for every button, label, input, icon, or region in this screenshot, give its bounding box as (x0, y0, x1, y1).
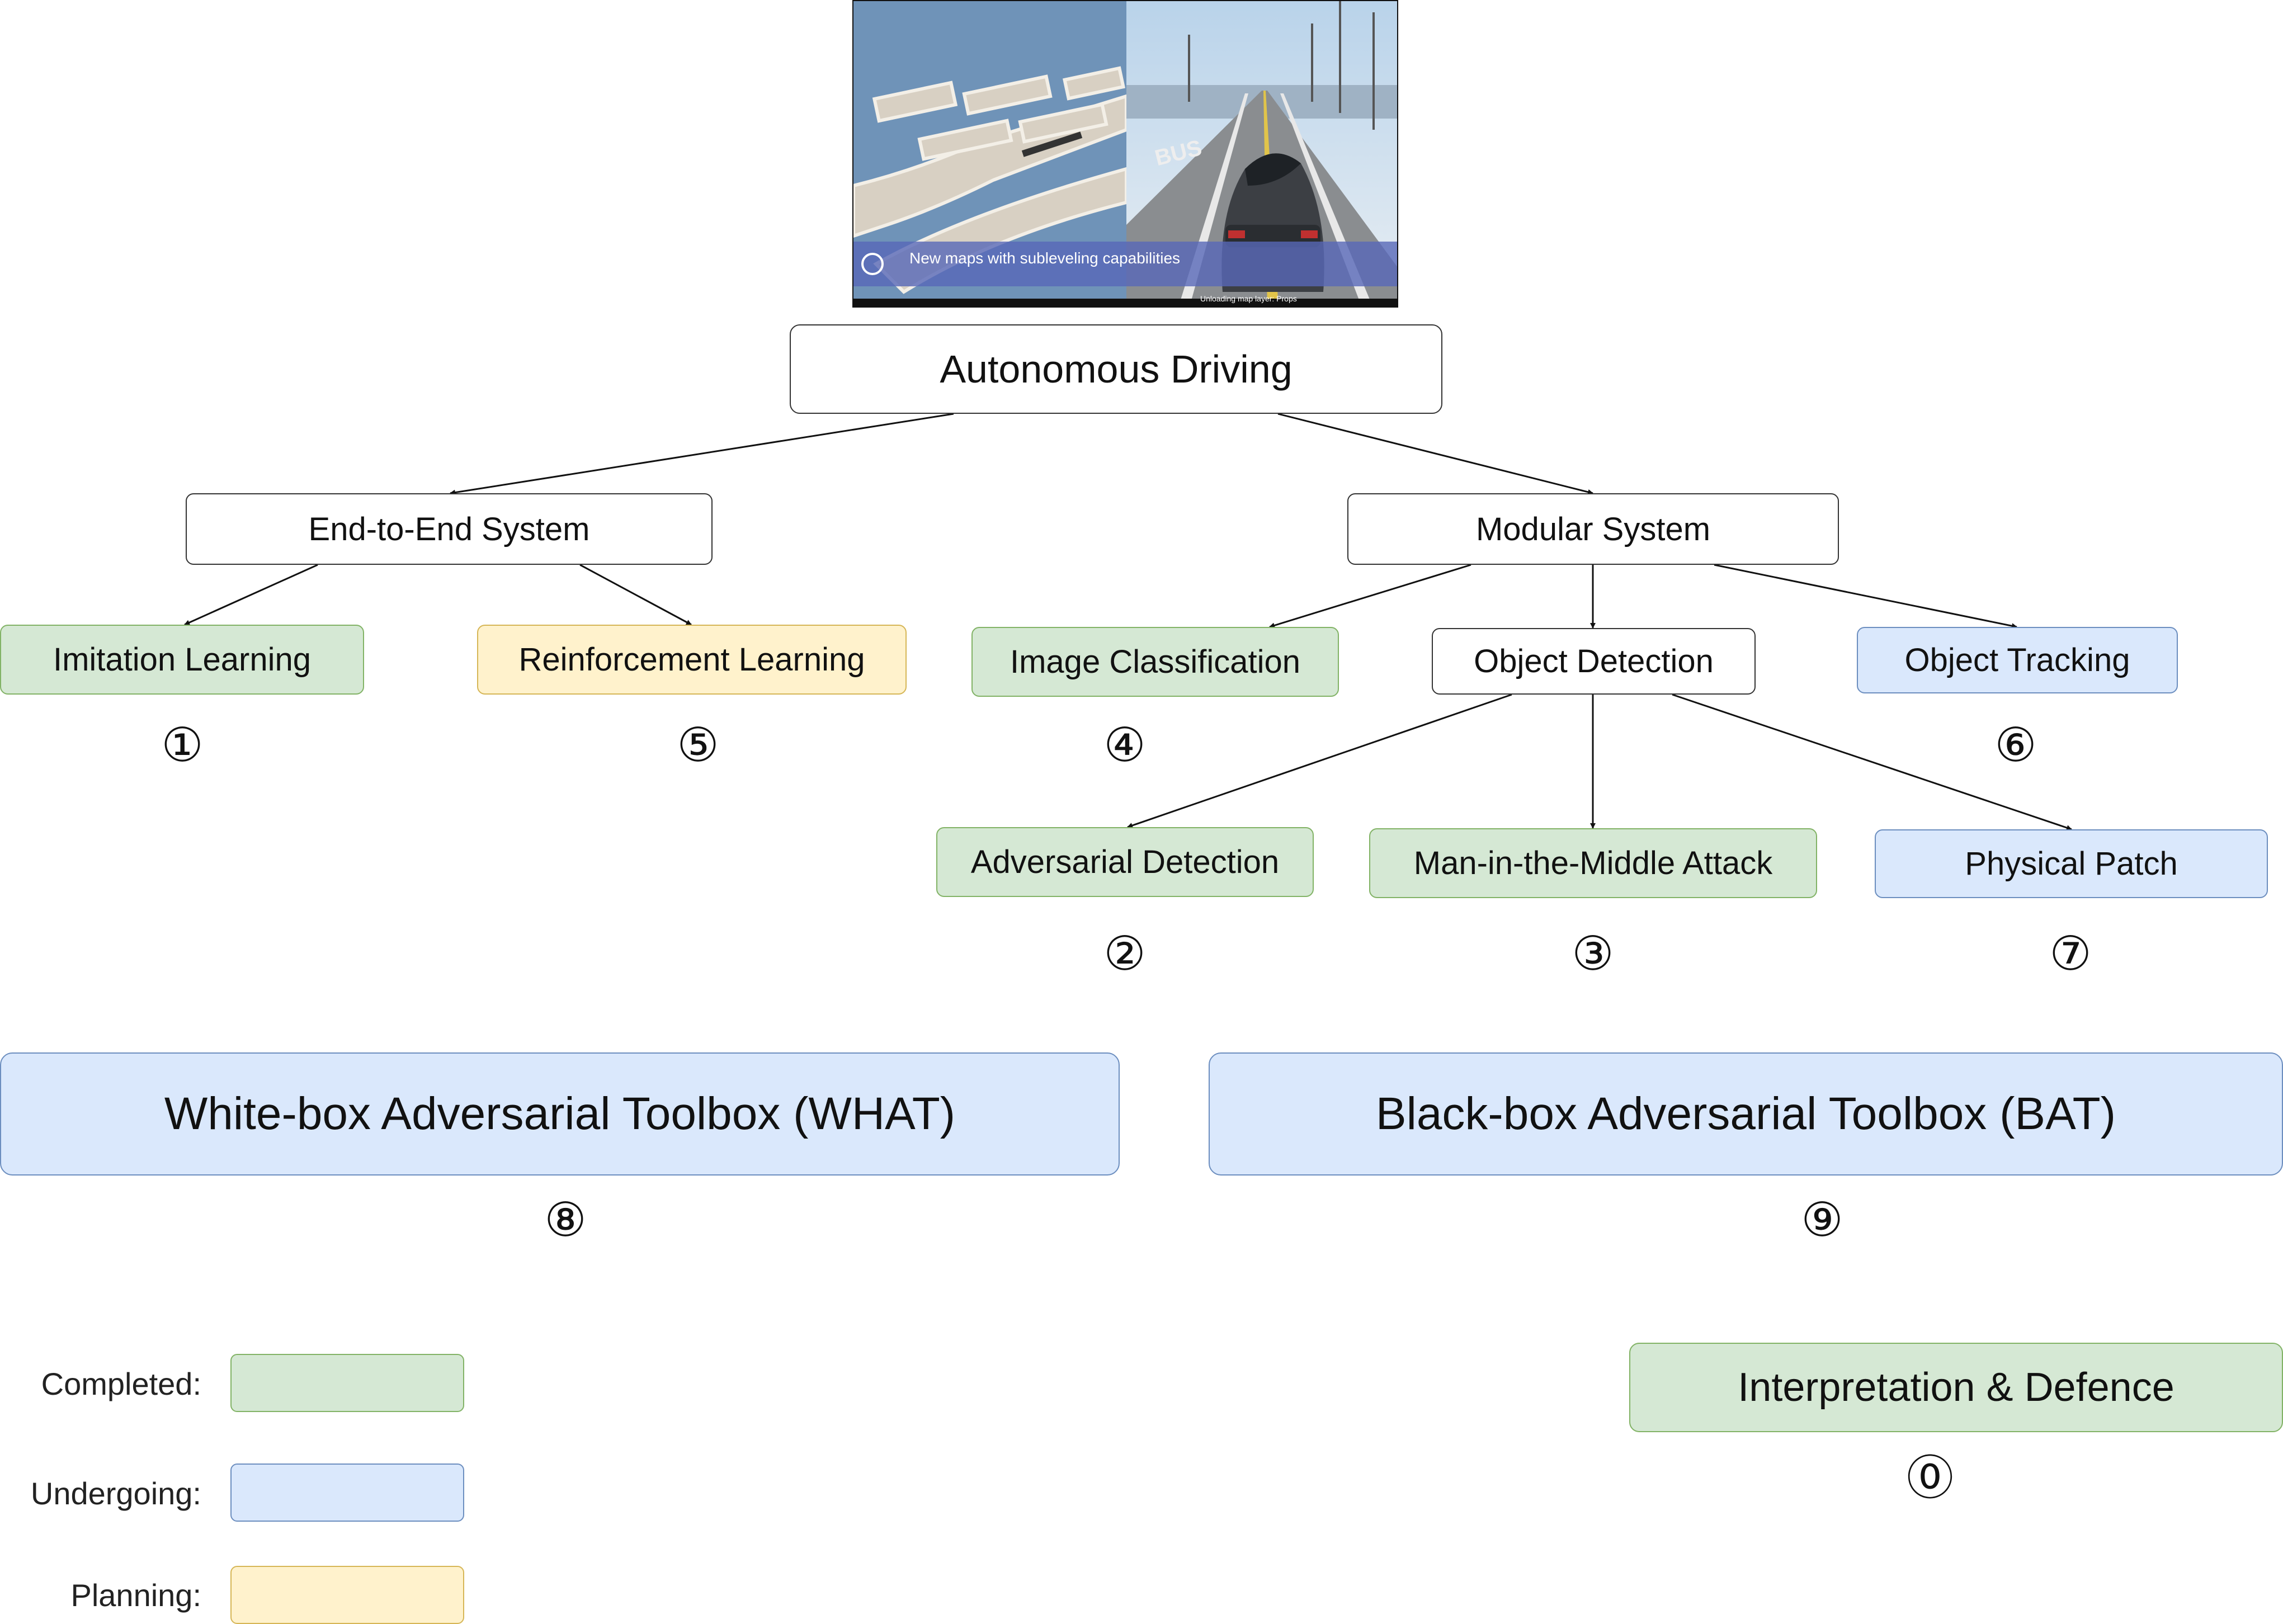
legend-completed-label: Completed: (41, 1366, 201, 1401)
root-label: Autonomous Driving (940, 347, 1293, 391)
interpretation-label: Interpretation & Defence (1738, 1365, 2174, 1410)
number-interpretation: ⓪ (1906, 1451, 1954, 1505)
arrow-modular-to-tracking (1714, 564, 2017, 629)
modular-label: Modular System (1475, 511, 1711, 547)
number-reinforcement: ⑤ (677, 717, 719, 772)
mitm-label: Man-in-the-Middle Attack (1413, 845, 1773, 881)
legend-planning-swatch (230, 1566, 464, 1624)
whitebox-label: White-box Adversarial Toolbox (WHAT) (164, 1088, 956, 1139)
node-man-in-the-middle-attack: Man-in-the-Middle Attack (1369, 828, 1817, 898)
arrow-end2end-to-imitation (184, 564, 318, 626)
legend-planning-label: Planning: (70, 1578, 201, 1613)
node-adversarial-detection: Adversarial Detection (936, 827, 1314, 897)
root-node-autonomous-driving: Autonomous Driving (790, 324, 1442, 414)
node-modular-system: Modular System (1347, 493, 1839, 565)
node-interpretation-defence: Interpretation & Defence (1629, 1343, 2283, 1432)
adversarial-detection-label: Adversarial Detection (970, 844, 1280, 880)
imitation-label: Imitation Learning (53, 641, 312, 678)
number-adversarial-detection: ② (1103, 926, 1146, 981)
image-classification-label: Image Classification (1010, 644, 1300, 680)
number-blackbox: ⑨ (1801, 1192, 1843, 1247)
node-reinforcement-learning: Reinforcement Learning (477, 625, 907, 695)
arrow-root-to-modular (1277, 413, 1593, 495)
object-detection-label: Object Detection (1474, 643, 1714, 679)
reinforcement-label: Reinforcement Learning (518, 641, 865, 678)
object-tracking-label: Object Tracking (1904, 642, 2130, 678)
image-caption: New maps with subleveling capabilities (909, 249, 1181, 267)
node-blackbox-toolbox: Black-box Adversarial Toolbox (BAT) (1209, 1052, 2283, 1175)
image-subcaption: Unloading map layer: Props (1200, 294, 1297, 303)
arrow-end2end-to-reinforcement (579, 564, 692, 626)
simulator-screenshot: BUS New maps with subleveling capabiliti… (852, 0, 1398, 308)
legend-completed-swatch (230, 1354, 464, 1412)
legend-undergoing-label: Undergoing: (30, 1476, 201, 1511)
number-imitation: ① (161, 717, 204, 772)
number-whitebox: ⑧ (544, 1192, 587, 1247)
arrow-detection-to-patch (1672, 693, 2072, 830)
arrow-root-to-end2end (450, 413, 954, 495)
blackbox-label: Black-box Adversarial Toolbox (BAT) (1375, 1088, 2116, 1139)
end-to-end-label: End-to-End System (308, 511, 590, 547)
node-object-detection: Object Detection (1432, 628, 1756, 695)
physical-patch-label: Physical Patch (1965, 846, 2178, 882)
node-image-classification: Image Classification (971, 627, 1339, 697)
node-physical-patch: Physical Patch (1875, 829, 2268, 898)
node-object-tracking: Object Tracking (1857, 627, 2178, 693)
arrow-detection-to-adversarial (1127, 693, 1512, 828)
node-whitebox-toolbox: White-box Adversarial Toolbox (WHAT) (0, 1052, 1120, 1175)
number-physical-patch: ⑦ (2049, 926, 2092, 981)
simulator-scene: BUS (853, 1, 1397, 306)
number-object-tracking: ⑥ (1994, 717, 2037, 772)
legend-undergoing-swatch (230, 1464, 464, 1522)
arrow-modular-to-imageclass (1269, 564, 1471, 629)
number-mitm: ③ (1572, 926, 1614, 981)
node-end-to-end-system: End-to-End System (186, 493, 713, 565)
node-imitation-learning: Imitation Learning (0, 625, 364, 695)
number-image-classification: ④ (1103, 717, 1146, 772)
